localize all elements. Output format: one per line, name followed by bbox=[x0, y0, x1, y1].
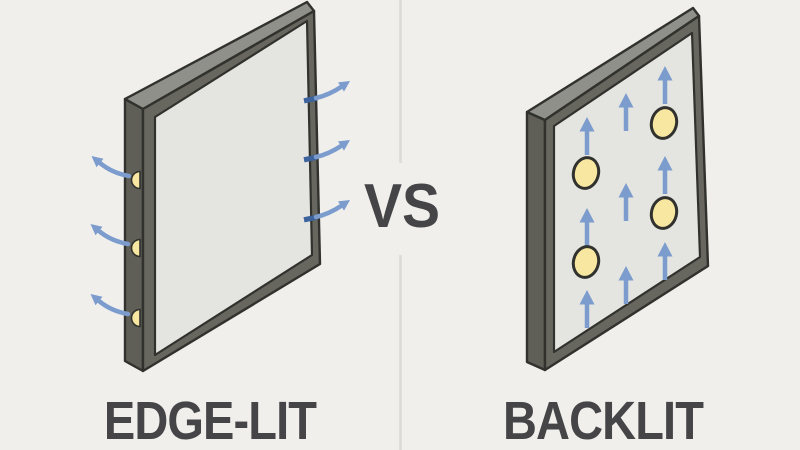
edge-light-arrows-left bbox=[91, 156, 130, 314]
led-icon bbox=[571, 156, 601, 190]
backlit-panel-illustration bbox=[525, 6, 710, 372]
edge-led-icons bbox=[130, 170, 141, 328]
panel-side-face bbox=[123, 97, 145, 373]
versus-label: VS bbox=[363, 172, 441, 241]
led-icon bbox=[649, 196, 679, 230]
backlit-label: BACKLIT bbox=[502, 391, 704, 450]
light-arrow-icon bbox=[91, 224, 129, 244]
edge-lit-panel-illustration bbox=[91, 0, 351, 373]
light-arrow-icon bbox=[91, 294, 129, 314]
light-arrow-icon bbox=[92, 156, 130, 176]
panel-side-face bbox=[525, 110, 547, 372]
led-icon bbox=[649, 106, 679, 140]
led-icon bbox=[571, 245, 601, 279]
backlight-led-icons bbox=[571, 106, 679, 279]
edge-lit-label: EDGE-LIT bbox=[103, 391, 317, 450]
edge-led-icon bbox=[130, 170, 141, 190]
panel-screen bbox=[153, 19, 314, 357]
edge-led-icon bbox=[130, 308, 141, 328]
edge-led-icon bbox=[130, 238, 141, 258]
